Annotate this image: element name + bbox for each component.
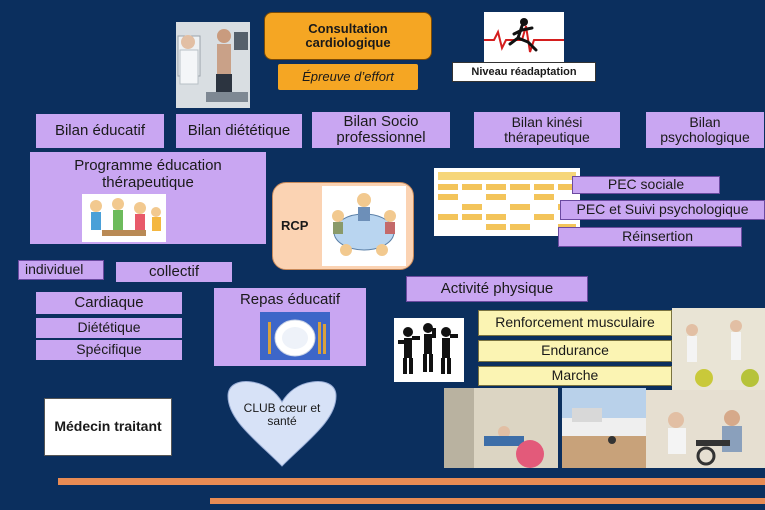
- programme-title: Programme éducation thérapeutique: [58, 158, 238, 191]
- stress-test-photo: [176, 22, 250, 108]
- gym-photo-right: [672, 308, 765, 390]
- activite-physique-label: Activité physique: [441, 281, 554, 298]
- bilan-psycho-label: Bilan psychologique: [650, 115, 760, 146]
- repas-label: Repas éducatif: [240, 292, 340, 309]
- activite-physique-box: Activité physique: [406, 276, 588, 302]
- collectif-box: collectif: [116, 262, 232, 282]
- bilan-educatif-label: Bilan éducatif: [55, 123, 145, 140]
- education-group-image: [82, 194, 166, 242]
- medecin-traitant-box: Médecin traitant: [44, 398, 172, 456]
- consultation-cardiologique-box: Consultation cardiologique: [264, 12, 432, 60]
- epreuve-label: Épreuve d’effort: [302, 70, 394, 84]
- reinsertion-box: Réinsertion: [558, 227, 742, 247]
- dietetique-box: Diététique: [36, 318, 182, 338]
- rcp-label: RCP: [281, 219, 308, 233]
- renforcement-box: Renforcement musculaire: [478, 310, 672, 336]
- individuel-label: individuel: [25, 262, 83, 277]
- cardiaque-box: Cardiaque: [36, 292, 182, 314]
- bilan-dietetique-label: Bilan diététique: [188, 123, 291, 140]
- exercise-group-icon: [394, 318, 464, 382]
- bilan-socio-label: Bilan Socio professionnel: [326, 114, 436, 147]
- cardiaque-label: Cardiaque: [74, 295, 143, 312]
- gym-photo-2: [562, 388, 646, 468]
- niveau-label: Niveau réadaptation: [471, 66, 576, 78]
- club-label: CLUB cœur et santé: [235, 402, 329, 428]
- rcp-meeting-image: [322, 186, 406, 266]
- medecin-label: Médecin traitant: [54, 419, 161, 434]
- gym-photo-3: [646, 390, 765, 468]
- bilan-educatif-box: Bilan éducatif: [36, 114, 164, 148]
- gym-photo-1: [444, 388, 558, 468]
- pec-suivi-label: PEC et Suivi psychologique: [577, 202, 749, 217]
- epreuve-effort-box: Épreuve d’effort: [278, 64, 418, 90]
- bilan-psycho-box: Bilan psychologique: [646, 112, 764, 148]
- bilan-socio-box: Bilan Socio professionnel: [312, 112, 450, 148]
- individuel-box: individuel: [18, 260, 104, 280]
- specifique-label: Spécifique: [76, 342, 141, 357]
- runner-ecg-icon: [484, 12, 564, 62]
- marche-label: Marche: [552, 368, 599, 383]
- pec-suivi-box: PEC et Suivi psychologique: [560, 200, 765, 220]
- pec-sociale-box: PEC sociale: [572, 176, 720, 194]
- bilan-dietetique-box: Bilan diététique: [176, 114, 302, 148]
- schedule-table-image: [434, 168, 580, 236]
- consultation-label: Consultation cardiologique: [293, 22, 403, 51]
- endurance-label: Endurance: [541, 343, 609, 358]
- bottom-accent-bar: [58, 478, 765, 485]
- specifique-box: Spécifique: [36, 340, 182, 360]
- bilan-kine-box: Bilan kinési thérapeutique: [474, 112, 620, 148]
- dietetique-label: Diététique: [77, 320, 140, 335]
- bilan-kine-label: Bilan kinési thérapeutique: [474, 115, 620, 146]
- marche-box: Marche: [478, 366, 672, 386]
- bottom-accent-bar-2: [210, 498, 765, 504]
- niveau-readaptation-box: Niveau réadaptation: [452, 62, 596, 82]
- club-label-box: CLUB cœur et santé: [232, 398, 332, 432]
- renforcement-label: Renforcement musculaire: [495, 315, 655, 330]
- collectif-label: collectif: [149, 264, 199, 281]
- endurance-box: Endurance: [478, 340, 672, 362]
- pec-sociale-label: PEC sociale: [608, 177, 684, 192]
- plate-cutlery-image: [260, 312, 330, 360]
- reinsertion-label: Réinsertion: [622, 229, 693, 244]
